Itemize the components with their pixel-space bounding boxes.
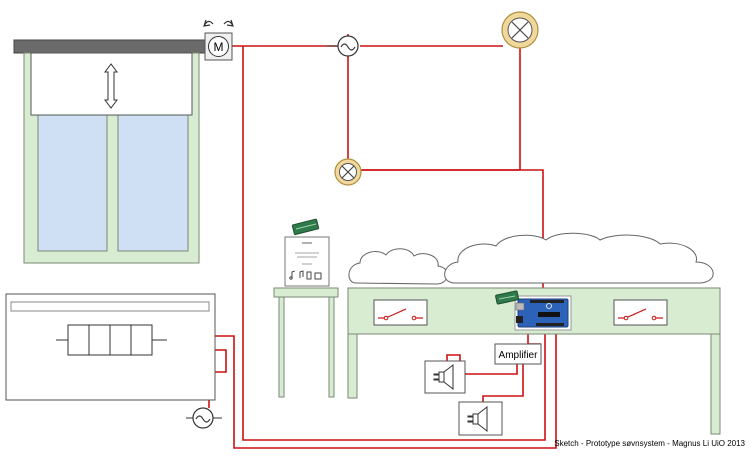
lamp-icon xyxy=(341,165,355,179)
sketch-title: Sketch - Prototype søvnsystem - Magnus L… xyxy=(554,439,745,448)
cloud-large-shape xyxy=(444,232,714,284)
music-note-icon xyxy=(291,270,296,278)
speaker-2-box xyxy=(458,401,503,436)
amplifier-label: Amplifier xyxy=(499,350,539,361)
arduino-header-top xyxy=(530,300,564,303)
rotate-right-icon xyxy=(223,19,234,27)
window-pane-left xyxy=(37,112,108,252)
card-icon xyxy=(314,272,322,280)
switch-right xyxy=(613,299,668,326)
lamp-bottom xyxy=(334,158,362,186)
speaker-1 xyxy=(424,360,466,394)
window-pane-right xyxy=(117,112,189,252)
ac-wave-icon xyxy=(340,43,356,51)
ac-source-bottom xyxy=(186,407,222,429)
switch-contact xyxy=(383,315,389,321)
bed-leg-right xyxy=(710,333,721,435)
speaker-2 xyxy=(458,401,503,436)
switch-left-box xyxy=(373,299,428,326)
wireless-module xyxy=(495,290,520,305)
amplifier: Amplifier xyxy=(494,343,542,365)
wiring xyxy=(208,34,614,449)
ac-wave-icon xyxy=(195,415,211,423)
bed-leg-left xyxy=(347,333,358,399)
switch-lever xyxy=(627,308,647,318)
motor-label: M xyxy=(214,40,224,54)
cloud-small-shape xyxy=(348,248,448,285)
wireless-module-pins xyxy=(498,295,516,300)
heater xyxy=(5,293,216,401)
switch-right-box xyxy=(613,299,668,326)
arduino-usb xyxy=(515,302,525,311)
bluetooth-module xyxy=(291,218,320,236)
switch-contact xyxy=(623,315,629,321)
speaker-icon xyxy=(467,405,488,433)
wire-motor-down xyxy=(242,46,546,441)
wire-heater xyxy=(215,330,557,449)
ac-source-top xyxy=(327,35,359,57)
curtain-rail xyxy=(13,39,207,54)
motor-circle xyxy=(208,36,229,57)
device-card xyxy=(284,236,330,287)
device-card-icons xyxy=(289,270,322,280)
speaker-icon xyxy=(433,363,454,391)
cloud-large xyxy=(444,232,714,284)
side-table-top xyxy=(273,287,339,298)
arduino-header-bottom xyxy=(536,323,564,326)
switch-contact xyxy=(411,315,417,321)
window xyxy=(13,39,207,264)
lamp-top xyxy=(501,11,539,49)
cloud-small xyxy=(348,248,448,285)
switch-lever xyxy=(387,308,407,318)
speaker-1-box xyxy=(424,360,466,394)
side-table-leg-left xyxy=(278,296,285,398)
phone-icon xyxy=(306,271,312,280)
heater-top-slot xyxy=(10,301,210,312)
motor: M xyxy=(203,19,234,61)
music-note-icon xyxy=(289,276,293,280)
arduino-logo-icon xyxy=(546,303,552,309)
rotate-left-icon xyxy=(203,19,214,27)
wire-amp-spk2 xyxy=(482,364,524,404)
wire-lamp1-down xyxy=(362,46,521,171)
arduino-chip xyxy=(538,312,560,317)
side-table-leg-right xyxy=(328,296,335,398)
switch-left xyxy=(373,299,428,326)
blind-arrow-icon xyxy=(104,63,118,109)
lamp-icon xyxy=(511,21,529,39)
amplifier-box xyxy=(494,343,542,365)
arduino-power-jack xyxy=(516,316,523,323)
bluetooth-module-pins xyxy=(295,223,317,230)
switch-contact xyxy=(651,315,657,321)
side-table xyxy=(273,287,339,398)
music-note-icon xyxy=(299,270,304,278)
arduino-board xyxy=(514,295,572,331)
